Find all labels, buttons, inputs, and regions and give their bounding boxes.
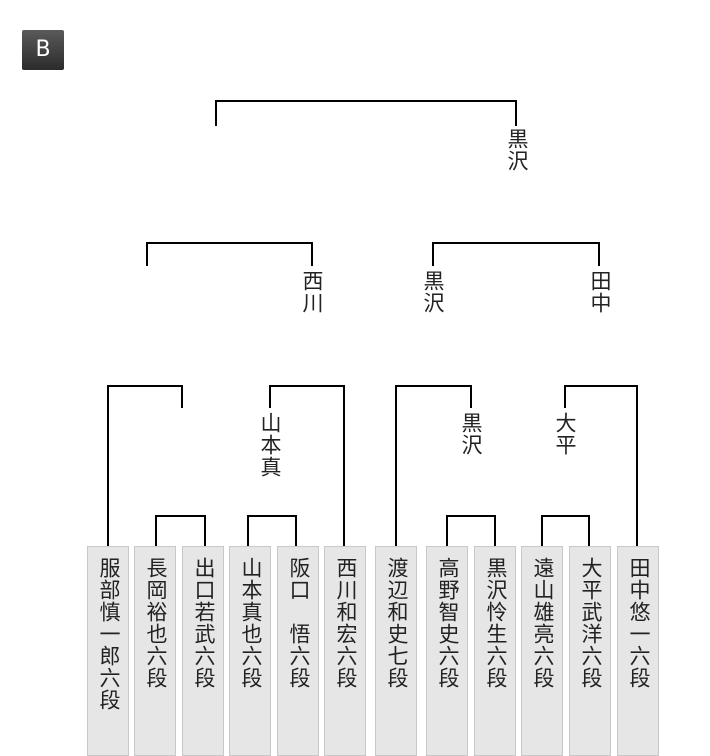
player-cell: 山本真也六段 [229,546,271,756]
player-cell: 西川和宏六段 [324,546,366,756]
semifinal-winner-tanaka: 田中 [588,270,612,314]
round1-c-line [446,515,496,546]
player-name: 西川和宏六段 [334,557,358,689]
player-cell: 阪口 悟六段 [277,546,319,756]
player-name: 出口若武六段 [192,557,216,689]
semifinal-winner-kurosawa: 黒沢 [421,270,445,314]
player-cell: 服部慎一郎六段 [87,546,129,756]
block-label-badge: B [22,30,64,70]
player-cell: 渡辺和史七段 [375,546,417,756]
player-cell: 田中悠一六段 [617,546,659,756]
player-name: 山本真也六段 [239,557,263,689]
quarter-1-line [107,385,183,546]
player-cell: 黒沢怜生六段 [474,546,516,756]
quarter-4-line [564,385,638,546]
semifinal-right-line [432,242,600,266]
player-name: 黒沢怜生六段 [484,557,508,689]
player-cell: 長岡裕也六段 [134,546,176,756]
player-name: 田中悠一六段 [627,557,651,689]
player-name: 長岡裕也六段 [144,557,168,689]
player-name: 服部慎一郎六段 [97,557,121,711]
quarter-2-line [269,385,345,546]
round2-winner-yamamoto: 山本真 [258,412,282,478]
player-name: 高野智史六段 [436,557,460,689]
semifinal-left-line [146,242,313,266]
champion-name: 黒沢 [505,128,529,172]
round1-b-line [247,515,297,546]
player-cell: 出口若武六段 [182,546,224,756]
quarter-3-line [395,385,472,546]
final-bracket-line [215,100,517,126]
player-name: 阪口 悟六段 [287,557,311,689]
round2-winner-kurosawa: 黒沢 [459,412,483,456]
round1-a-line [155,515,206,546]
player-cell: 大平武洋六段 [569,546,611,756]
player-cell: 高野智史六段 [426,546,468,756]
player-name: 遠山雄亮六段 [531,557,555,689]
player-name: 渡辺和史七段 [385,557,409,689]
player-cell: 遠山雄亮六段 [521,546,563,756]
round2-winner-ohira: 大平 [553,412,577,456]
round1-d-line [541,515,590,546]
player-name: 大平武洋六段 [579,557,603,689]
semifinal-winner-nishikawa: 西川 [300,270,324,314]
